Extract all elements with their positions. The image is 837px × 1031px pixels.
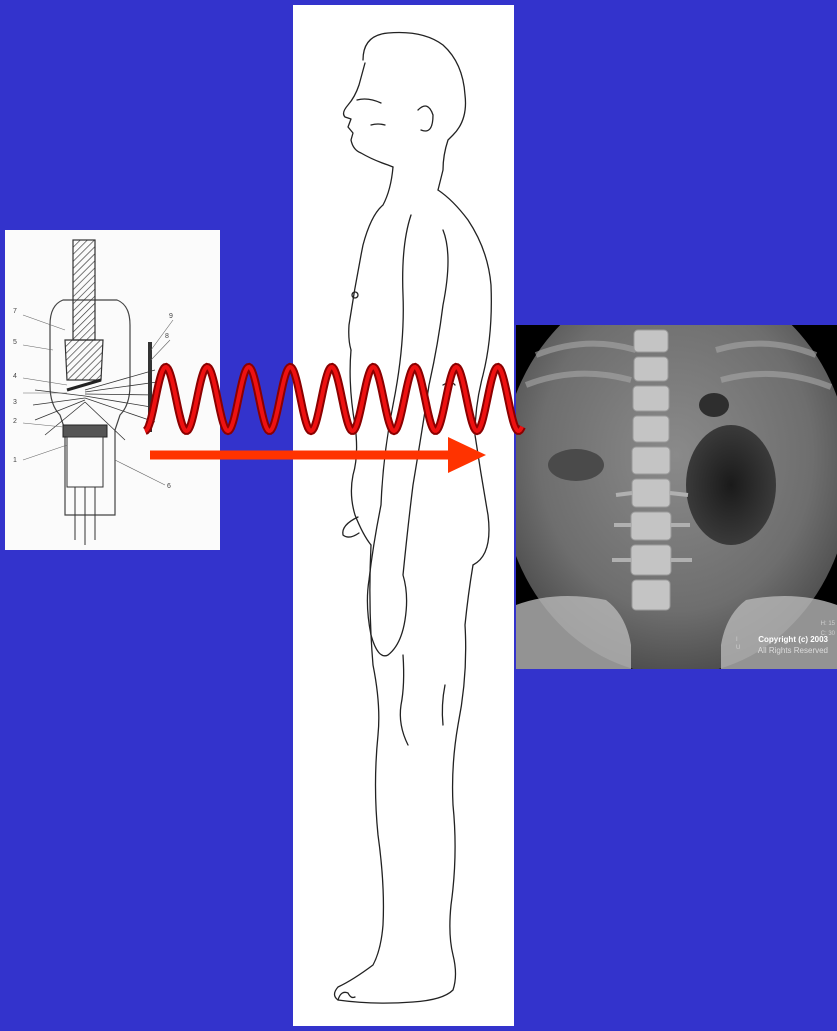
xray-rights-reserved: All Rights Reserved bbox=[758, 646, 828, 655]
xray-marker-top: I bbox=[736, 637, 738, 643]
part-label-8: 8 bbox=[165, 333, 169, 340]
part-label-1: 1 bbox=[13, 457, 17, 464]
part-label-2: 2 bbox=[13, 418, 17, 425]
part-label-9: 9 bbox=[169, 313, 173, 320]
part-label-5: 5 bbox=[13, 339, 17, 346]
part-label-6: 6 bbox=[167, 483, 171, 490]
part-label-4: 4 bbox=[13, 373, 17, 380]
part-label-3: 3 bbox=[13, 399, 17, 406]
human-figure-panel bbox=[293, 5, 514, 1026]
xray-image: I U H: 15 C: 30 Copyright (c) 2003 All R… bbox=[516, 325, 837, 669]
xray-marker-bottom: U bbox=[736, 645, 740, 651]
xray-radiograph bbox=[516, 325, 837, 669]
xray-tube-diagram: 7 5 4 3 2 1 9 8 6 bbox=[5, 230, 220, 550]
human-figure-drawing bbox=[293, 5, 514, 1026]
xray-copyright: Copyright (c) 2003 bbox=[758, 635, 828, 644]
part-label-7: 7 bbox=[13, 308, 17, 315]
xray-window-level: H: 15 bbox=[821, 621, 835, 627]
